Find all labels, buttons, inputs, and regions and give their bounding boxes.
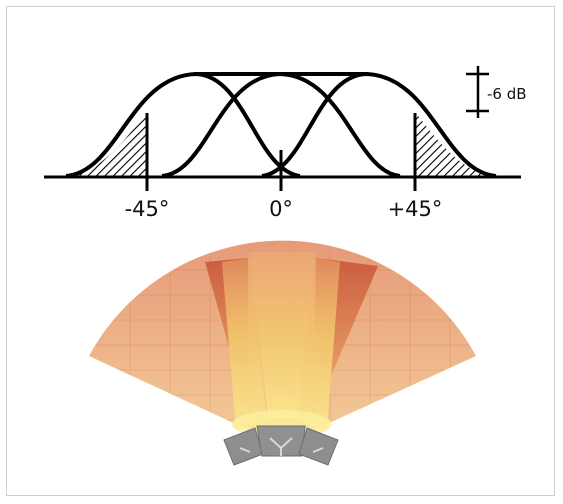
coverage-illustration [89, 240, 476, 466]
left-lobe-curve [65, 71, 301, 178]
level-marker-label: -6 dB [487, 85, 527, 103]
right-lobe-curve [261, 71, 497, 178]
right-hatch-region [416, 113, 494, 176]
right-beam [296, 258, 340, 430]
label-minus45: -45° [125, 197, 170, 221]
label-zero: 0° [269, 197, 293, 221]
beam-pattern-plot: -45° 0° +45° -6 dB [44, 66, 527, 221]
left-beam [222, 258, 267, 430]
speaker-array-icon [223, 425, 339, 466]
center-beam [249, 252, 316, 418]
label-plus45: +45° [388, 197, 443, 221]
left-hatch-region [68, 113, 146, 176]
level-marker: -6 dB [466, 66, 527, 118]
